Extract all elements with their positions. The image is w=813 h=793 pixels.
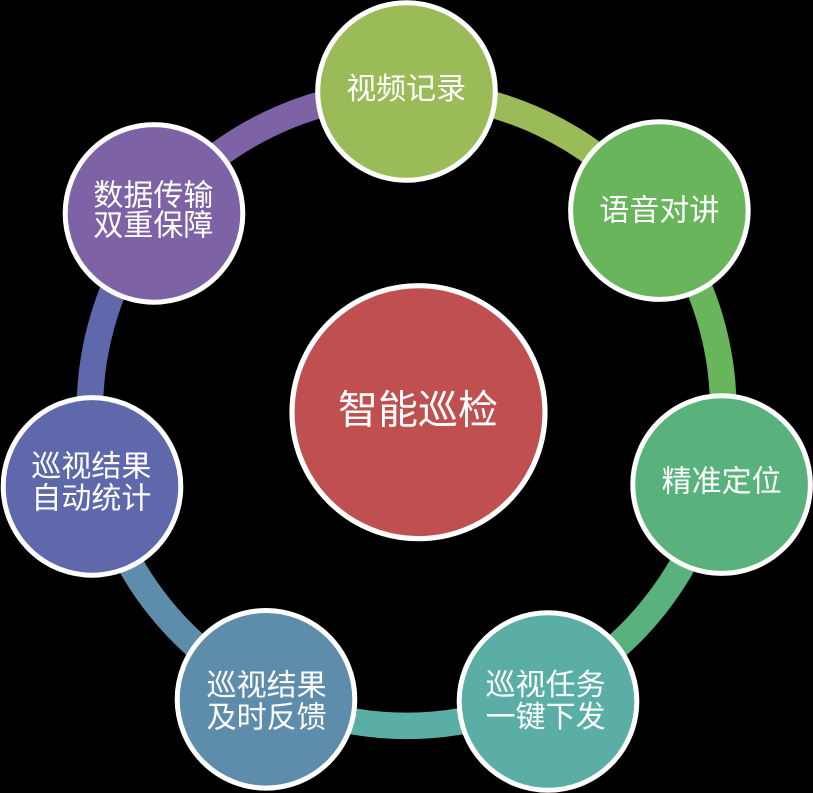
svg-text:巡视结果: 巡视结果 — [207, 670, 327, 703]
svg-text:数据传输: 数据传输 — [93, 180, 213, 213]
svg-text:智能巡检: 智能巡检 — [338, 389, 498, 433]
svg-text:精准定位: 精准定位 — [662, 466, 782, 499]
svg-text:自动统计: 自动统计 — [31, 483, 151, 516]
svg-text:巡视任务: 巡视任务 — [486, 669, 606, 702]
svg-text:语音对讲: 语音对讲 — [599, 194, 719, 227]
svg-text:视频记录: 视频记录 — [346, 73, 466, 106]
svg-text:一键下发: 一键下发 — [486, 701, 606, 734]
svg-text:巡视结果: 巡视结果 — [31, 451, 151, 484]
svg-text:双重保障: 双重保障 — [93, 210, 213, 243]
svg-text:及时反馈: 及时反馈 — [207, 702, 327, 735]
